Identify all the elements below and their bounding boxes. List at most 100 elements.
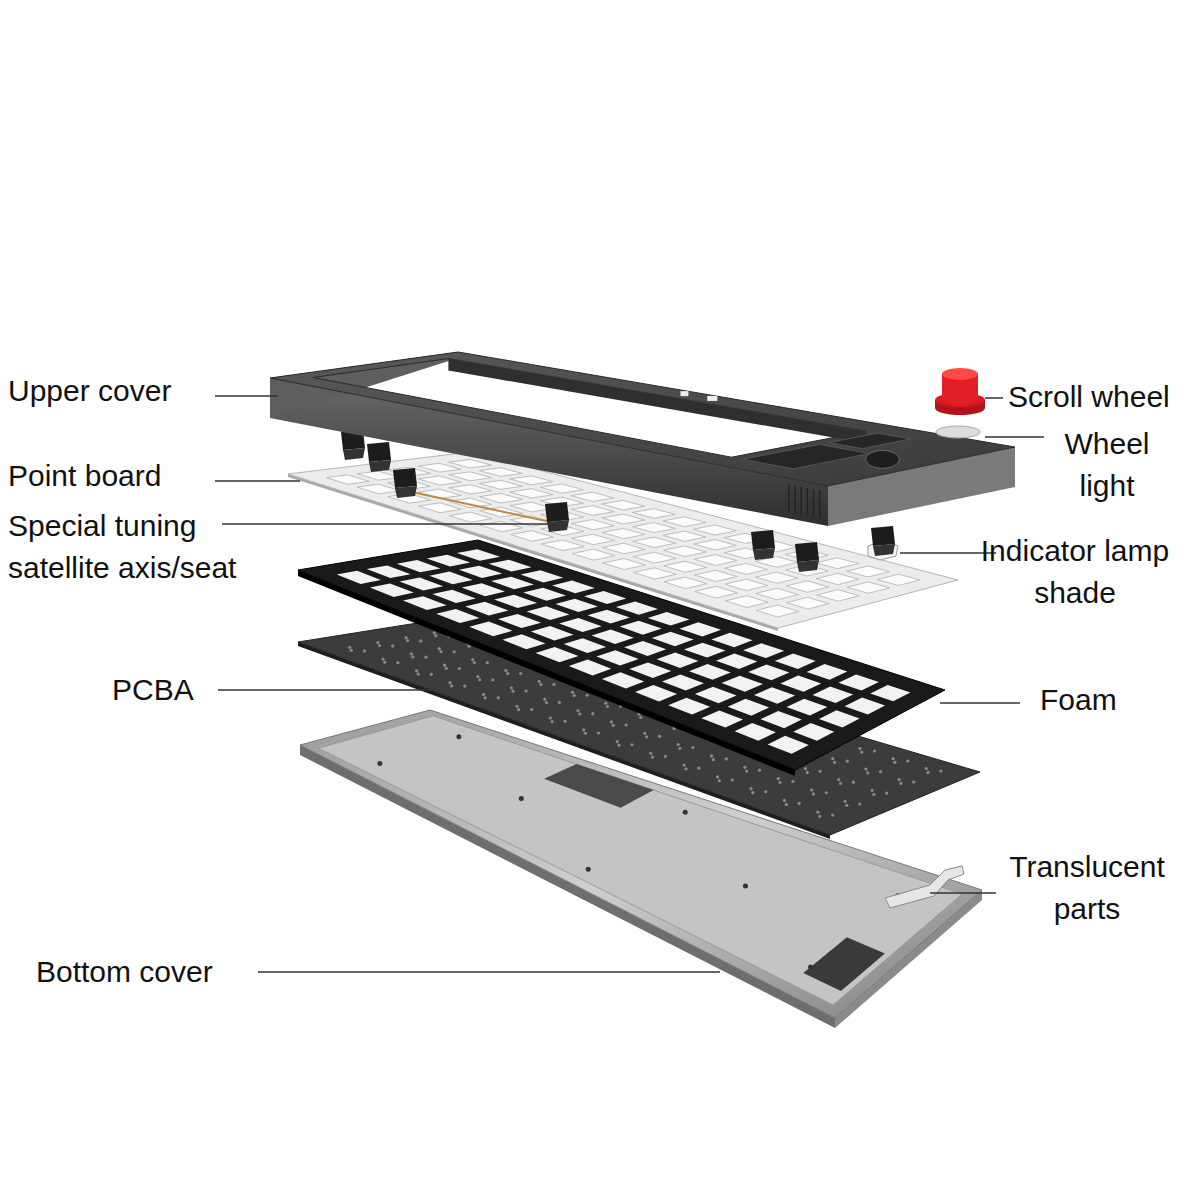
pcb-pad (430, 673, 433, 676)
switch-housing (545, 502, 569, 522)
pcb-pad (812, 792, 815, 795)
foam-hole (793, 723, 834, 741)
pcb-pad (530, 708, 533, 711)
foam-hole (367, 565, 411, 578)
plate-hole (449, 460, 492, 469)
pcb-pad (582, 728, 585, 731)
foam-hole (337, 571, 381, 584)
foam-hole (711, 633, 752, 648)
foam-hole (552, 581, 594, 594)
pcb-pad (858, 747, 861, 750)
pcb-pad (777, 777, 780, 780)
plate-hole (572, 520, 615, 530)
foam-hole (521, 570, 564, 582)
foam-hole (403, 596, 447, 610)
plate-hole (449, 485, 492, 494)
plate-hole (480, 493, 523, 503)
foam-hole (457, 549, 500, 561)
foam-hole (400, 578, 444, 591)
pcb-pad (873, 749, 876, 752)
plate-hole (571, 506, 614, 516)
stabilizer-wire (412, 492, 560, 524)
foam-hole (662, 675, 704, 691)
leader-group (215, 396, 1044, 972)
vent-slot (788, 484, 790, 512)
pcb-pad (538, 680, 541, 683)
label-slot: Point board (8, 455, 161, 497)
pcb-pad (846, 760, 849, 763)
pcb-pad (906, 759, 909, 762)
screw-hole (377, 761, 382, 766)
plate-hole (817, 590, 860, 602)
pcb-pad (504, 669, 507, 672)
foam-hole (845, 698, 885, 715)
screw-hole (586, 867, 591, 872)
wheel-hole (865, 450, 899, 468)
pcb-pad (751, 791, 754, 794)
part-label: Special tuning satellite axis/seat (8, 505, 298, 589)
pcb-pad (785, 803, 788, 806)
part-label: Scroll wheel (1008, 376, 1170, 418)
foam-hole (436, 609, 479, 623)
part-label: Wheel light (1047, 423, 1167, 507)
pcb-pad (438, 647, 441, 650)
pcb-pad (476, 675, 479, 678)
pcb-pad (383, 661, 386, 664)
foam-hole (748, 665, 789, 681)
switch-base (873, 544, 895, 556)
switch-housing (367, 442, 391, 462)
plate-hole (786, 581, 829, 593)
foam-hole (680, 622, 722, 636)
foam-hole (523, 588, 566, 601)
foam-hole (397, 560, 441, 572)
pcb-pad (445, 667, 448, 670)
vent-slot (794, 486, 796, 514)
switch-housing (393, 468, 417, 488)
pcb-pad (519, 672, 522, 675)
pcb-pad (604, 702, 607, 705)
translucent-part (885, 866, 964, 908)
foam-hole (494, 595, 537, 608)
pcb-pad (778, 781, 781, 784)
pcb-pad (610, 720, 613, 723)
pcb-pad (497, 696, 500, 699)
pcb-pad (764, 790, 767, 793)
screw-hole (683, 810, 688, 815)
pcb-pad (439, 650, 442, 653)
foam-hole (370, 584, 414, 597)
pcb-pad (452, 650, 455, 653)
foam-hole (602, 672, 644, 688)
vent-slot (813, 489, 815, 517)
plate-hole (755, 572, 798, 583)
foam-hole (536, 647, 579, 662)
foam-hole (592, 629, 634, 644)
plate-hole (664, 561, 707, 572)
pcb-pad (584, 732, 587, 735)
pcb-pad (606, 705, 609, 708)
plate-hole (694, 525, 737, 535)
foam-hole (728, 699, 769, 716)
pcb-pad (697, 767, 700, 770)
pcb-pad (898, 778, 901, 781)
foam-hole (503, 634, 546, 649)
pcb-pad (683, 764, 686, 767)
plate-hole (449, 472, 492, 481)
pcb-pad (591, 712, 594, 715)
pcb-pad (892, 757, 895, 760)
label-slot: Foam (1040, 679, 1117, 721)
pcb-pad (716, 775, 719, 778)
plate-hole (603, 559, 646, 570)
cover-front-side (270, 378, 828, 526)
foam-hole (652, 632, 694, 647)
foam-hole (469, 622, 512, 637)
foam-hole (787, 699, 828, 716)
label-slot: Scroll wheel (1008, 376, 1170, 418)
foam-hole (588, 610, 630, 624)
leader-line (215, 480, 300, 482)
foam-hole (768, 736, 809, 754)
pcb-pad (486, 661, 489, 664)
vent-slot (819, 490, 821, 518)
pcb-pad (743, 766, 746, 769)
plate-hole (602, 528, 645, 538)
